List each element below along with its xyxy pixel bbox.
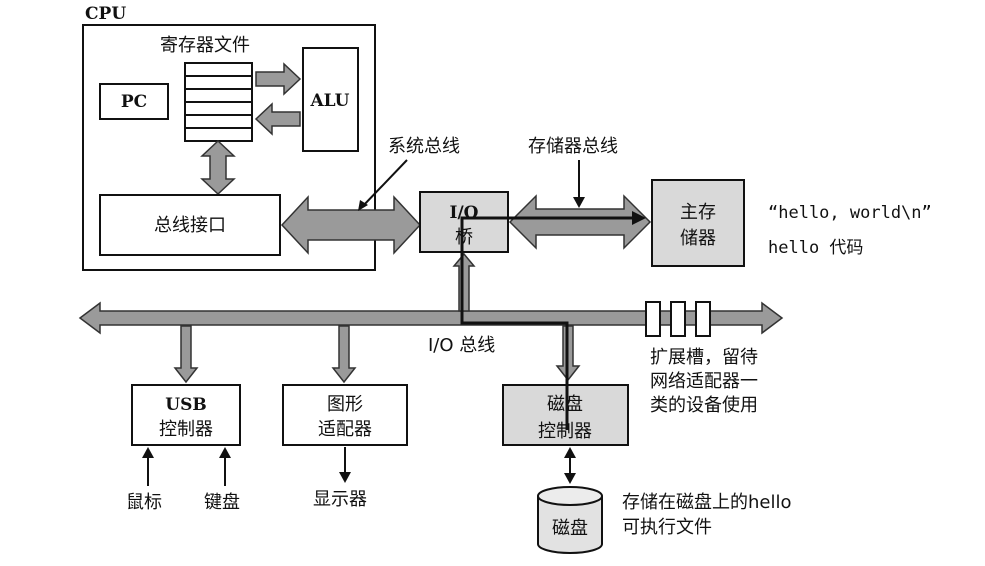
main-memory-line2: 储器: [680, 228, 716, 249]
cpu-title: CPU: [85, 4, 126, 24]
disk-drive: 磁盘: [537, 486, 603, 554]
data-transfer-path: [460, 216, 638, 430]
usb-line1: USB: [165, 395, 206, 415]
io-bus-to-graphics-arrow: [331, 325, 357, 384]
alu-label: ALU: [309, 91, 349, 111]
io-bridge-line2: 桥: [455, 227, 473, 248]
bus-interface: [99, 194, 281, 256]
expansion-note-line1: 扩展槽，留待: [650, 347, 758, 368]
keyboard-label: 键盘: [204, 492, 240, 513]
graphics-line1: 图形: [327, 394, 363, 415]
disk-controller-line2: 控制器: [538, 421, 592, 442]
disk-note-line1: 存储在磁盘上的hello: [622, 492, 792, 513]
disk-link-head-down: [564, 473, 576, 484]
regfile-bus-double-arrow: [200, 139, 236, 196]
regfile-to-alu-arrow: [255, 62, 302, 96]
data-transfer-path-head: [632, 211, 646, 225]
memory-bus-label: 存储器总线: [528, 136, 618, 157]
io-bus-arrow: [78, 301, 784, 335]
display-label: 显示器: [313, 489, 367, 510]
system-bus-label: 系统总线: [388, 136, 460, 157]
memory-bus-pointer-head: [573, 197, 585, 208]
io-bus-label: I/O 总线: [428, 335, 495, 356]
system-bus-pointer: [361, 159, 408, 208]
graphics-adapter: [282, 384, 408, 446]
main-memory: [651, 179, 745, 267]
memory-bus-arrow: [508, 194, 652, 250]
system-bus-pointer-head: [358, 200, 368, 211]
disk-link-head-up: [564, 447, 576, 458]
keyboard-arrow-head: [219, 447, 231, 458]
expansion-slot-2: [670, 301, 686, 337]
memory-note-code: hello 代码: [768, 238, 863, 258]
io-bus-to-usb-arrow: [173, 325, 199, 384]
main-memory-line1: 主存: [680, 202, 716, 223]
expansion-note-line3: 类的设备使用: [650, 395, 758, 416]
register-file: [184, 62, 253, 142]
alu: [302, 47, 359, 152]
expansion-slot-3: [695, 301, 711, 337]
alu-to-regfile-arrow: [254, 102, 301, 136]
disk-label: 磁盘: [552, 518, 588, 539]
mouse-arrow-head: [142, 447, 154, 458]
cpu-block: CPU 寄存器文件 PC ALU 总线接口: [82, 4, 376, 271]
graphics-line2: 适配器: [318, 419, 372, 440]
io-bridge-line1: I/O: [450, 203, 479, 223]
system-bus-arrow: [280, 195, 422, 255]
display-arrow-head: [339, 472, 351, 483]
io-bridge: [419, 191, 509, 253]
usb-controller: [131, 384, 241, 446]
expansion-note-line2: 网络适配器一: [650, 371, 758, 392]
expansion-slots: [645, 301, 711, 337]
bridge-io-bus-arrow: [452, 252, 476, 312]
pc-label: PC: [121, 92, 147, 112]
register-file-label: 寄存器文件: [160, 35, 250, 56]
bus-interface-label: 总线接口: [154, 215, 226, 236]
cpu-border: [82, 24, 376, 271]
memory-note-string: “hello, world\n”: [768, 203, 932, 223]
usb-line2: 控制器: [159, 419, 213, 440]
expansion-slot-1: [645, 301, 661, 337]
disk-note-line2: 可执行文件: [622, 517, 712, 538]
pc-register: [99, 83, 169, 120]
mouse-label: 鼠标: [126, 492, 162, 513]
disk-controller-line1: 磁盘: [547, 394, 583, 415]
